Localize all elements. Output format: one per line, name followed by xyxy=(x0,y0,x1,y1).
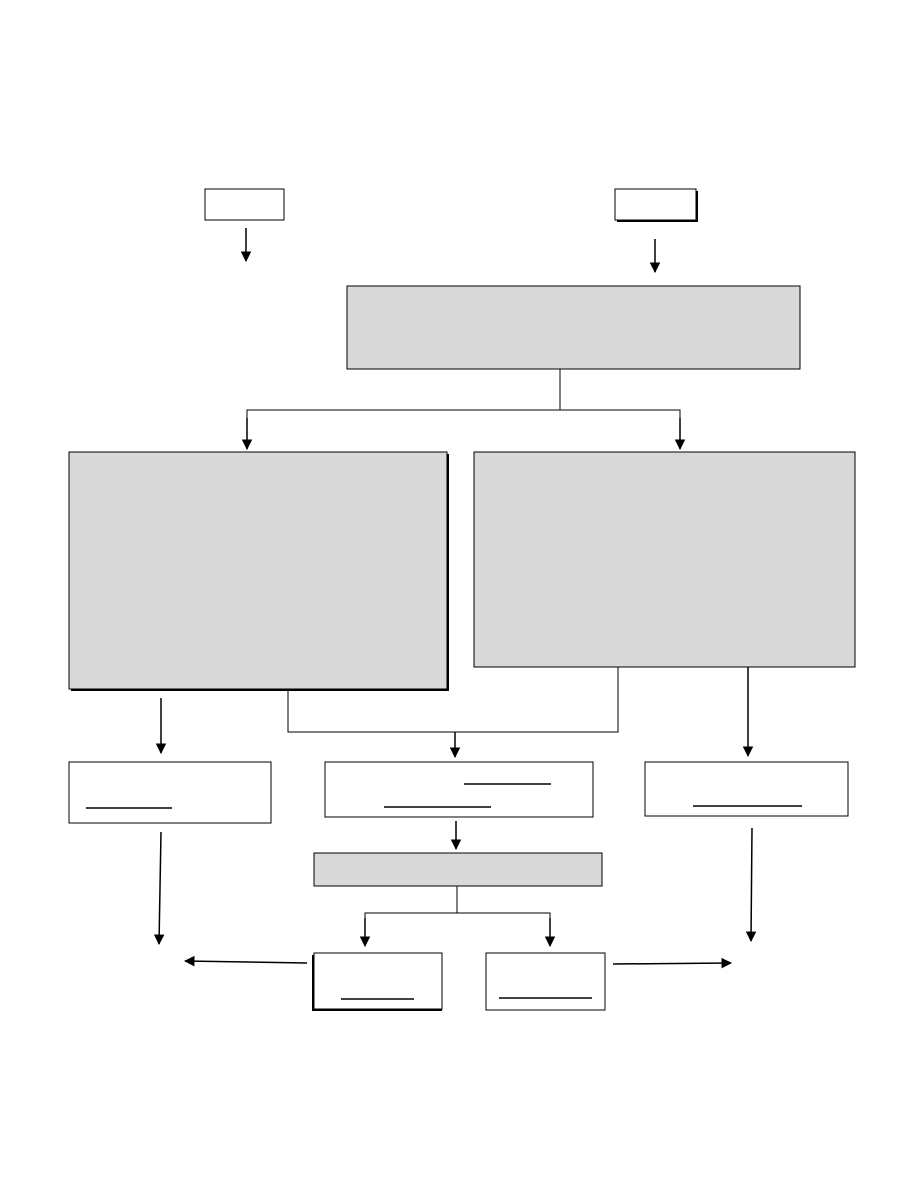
edge-result-right-down xyxy=(745,827,757,943)
node-outcome-right xyxy=(485,952,606,1011)
node-outcome-left xyxy=(312,952,443,1011)
node-top-right xyxy=(614,188,698,222)
edge-result-left-down xyxy=(153,831,165,946)
edge-decision-split xyxy=(364,886,551,920)
node-mid-left xyxy=(68,451,449,691)
edge-main-split xyxy=(246,369,681,420)
node-result-left xyxy=(68,761,272,824)
edge-outcome-left-out xyxy=(183,955,308,967)
node-main xyxy=(346,285,801,370)
node-top-left xyxy=(204,188,285,221)
node-decision xyxy=(313,852,603,887)
edge-mid-merge xyxy=(287,667,619,733)
node-result-right xyxy=(644,761,849,817)
node-result-center xyxy=(324,761,594,818)
edge-outcome-right-out xyxy=(612,957,733,969)
node-mid-right xyxy=(473,451,856,668)
